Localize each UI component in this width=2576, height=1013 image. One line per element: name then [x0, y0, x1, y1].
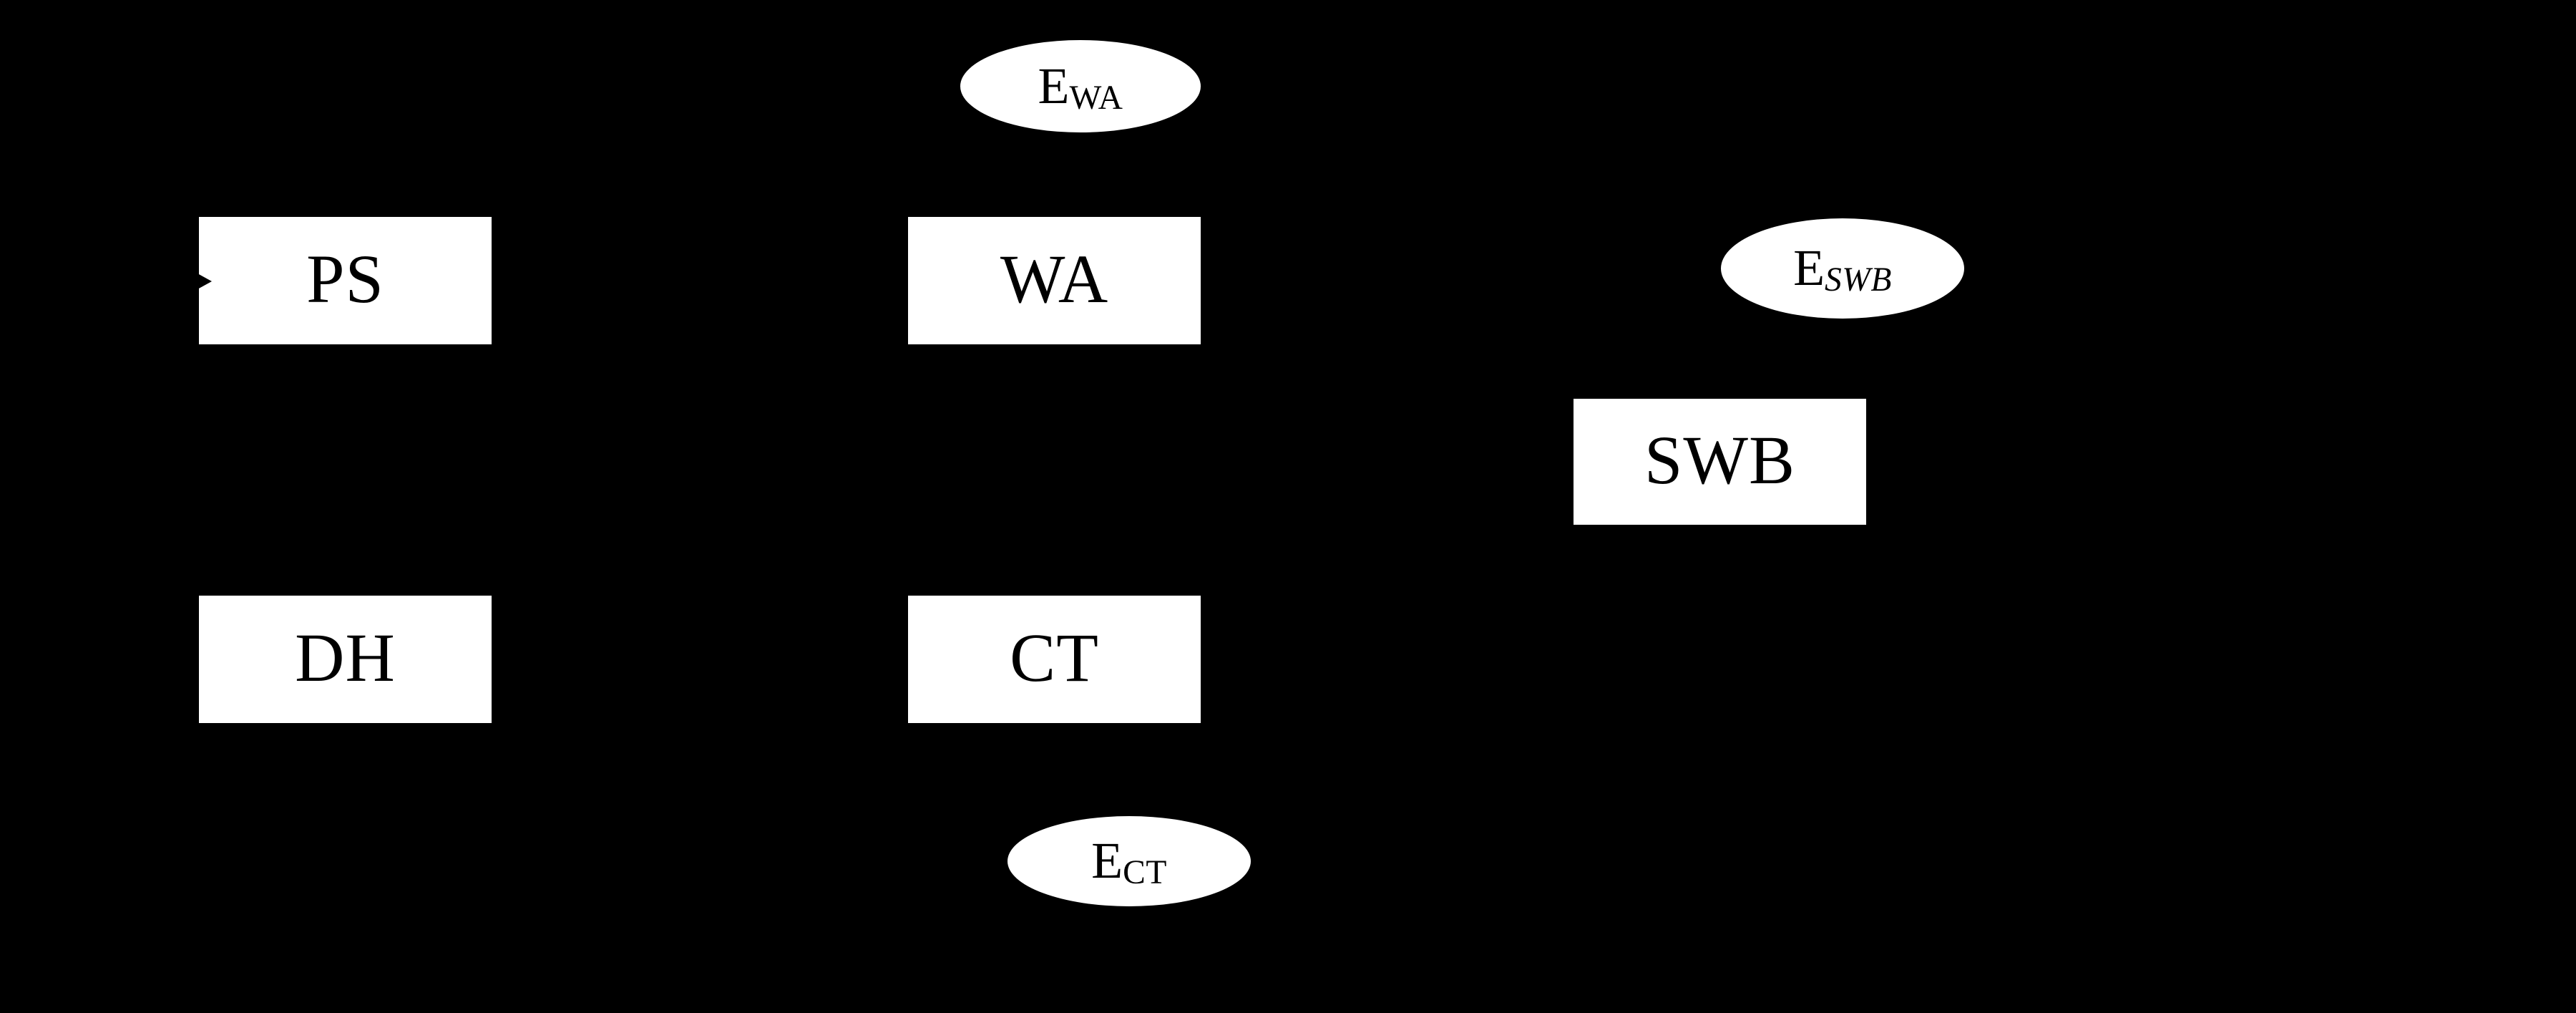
node-label-ps: PS [306, 241, 384, 317]
node-label-dh: DH [295, 619, 396, 696]
node-label-error-ct-base: E [1091, 832, 1123, 889]
node-label-error-ct: ECT [1091, 832, 1167, 890]
node-ellipse-error-wa[interactable]: EWA [960, 40, 1201, 132]
node-label-error-wa-subscript: WA [1069, 79, 1123, 117]
node-box-wa[interactable]: WA [908, 217, 1201, 344]
node-box-swb[interactable]: SWB [1574, 399, 1866, 525]
node-label-error-ct-subscript: CT [1123, 854, 1167, 892]
node-box-ps[interactable]: PS [199, 217, 492, 344]
node-label-ct: CT [1010, 619, 1099, 696]
node-label-error-swb-base: E [1793, 239, 1825, 296]
node-label-swb: SWB [1644, 422, 1796, 498]
node-box-ct[interactable]: CT [908, 596, 1201, 723]
node-label-error-swb-subscript: SWB [1825, 261, 1892, 299]
node-label-error-wa-base: E [1038, 57, 1070, 115]
node-box-dh[interactable]: DH [199, 596, 492, 723]
node-label-wa: WA [1000, 241, 1109, 317]
node-ellipse-error-ct[interactable]: ECT [1008, 816, 1251, 906]
node-label-error-swb: ESWB [1793, 239, 1892, 297]
node-ellipse-error-swb[interactable]: ESWB [1721, 218, 1964, 319]
node-label-error-wa: EWA [1038, 57, 1123, 115]
